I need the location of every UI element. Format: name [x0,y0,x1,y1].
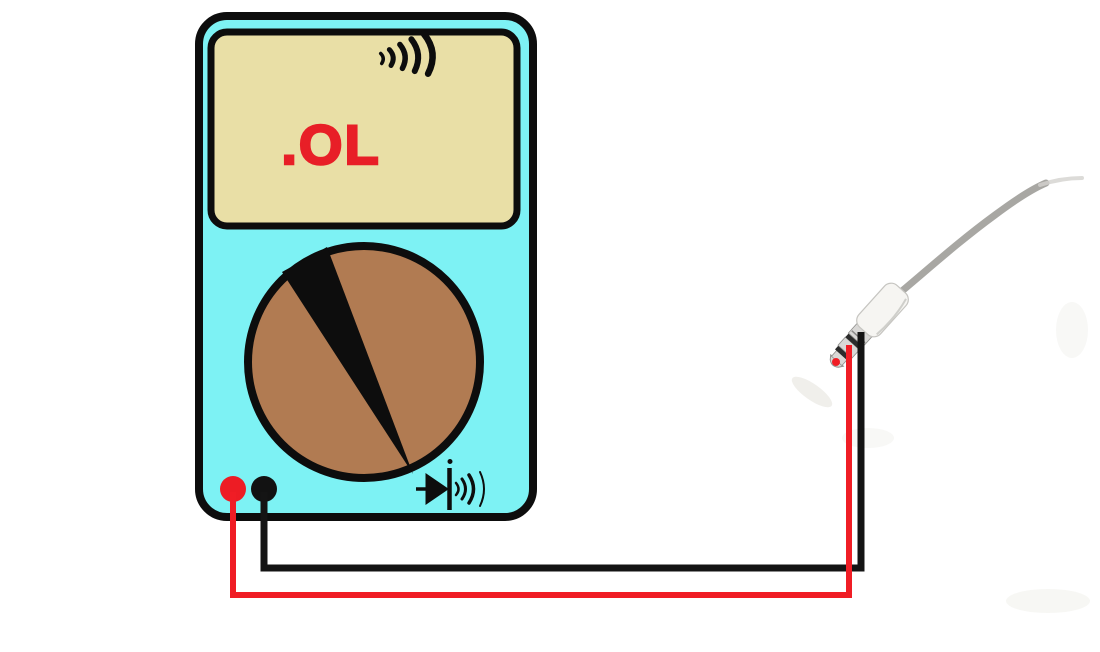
positive-probe-terminal [220,476,246,502]
black-probe-wire [260,332,865,572]
beep-arc-0 [378,51,385,66]
plug-body-shading [876,298,907,336]
display-reading: .OL [281,113,380,176]
headphone-cable-fade [1038,176,1084,187]
dial-pointer [282,247,413,474]
beep-arc-4 [420,30,436,77]
continuity-arc-4 [479,471,485,507]
plug-strain-relief [856,282,909,338]
diode-dot [447,459,453,464]
beep-sound-icon [378,30,436,77]
continuity-arc-2 [460,477,467,501]
plug-shadow [791,376,833,408]
photo-artifacts [791,302,1090,613]
beep-arc-2 [397,41,408,72]
red-probe-contact-point [832,358,840,366]
continuity-sound-arcs [454,471,485,507]
artifact-smudge [1056,302,1088,358]
continuity-arc-3 [467,473,476,505]
beep-arc-3 [408,36,422,75]
negative-probe-terminal [251,476,277,502]
artifact-smudge [842,428,894,448]
diode-triangle [425,473,449,505]
multimeter-display [207,28,521,230]
headphone-cable [892,179,1050,300]
red-probe-wire [230,345,852,598]
continuity-diode-icon [416,459,485,510]
beep-arc-1 [386,47,396,69]
continuity-arc-1 [454,481,460,497]
artifact-smudge [1006,589,1090,613]
